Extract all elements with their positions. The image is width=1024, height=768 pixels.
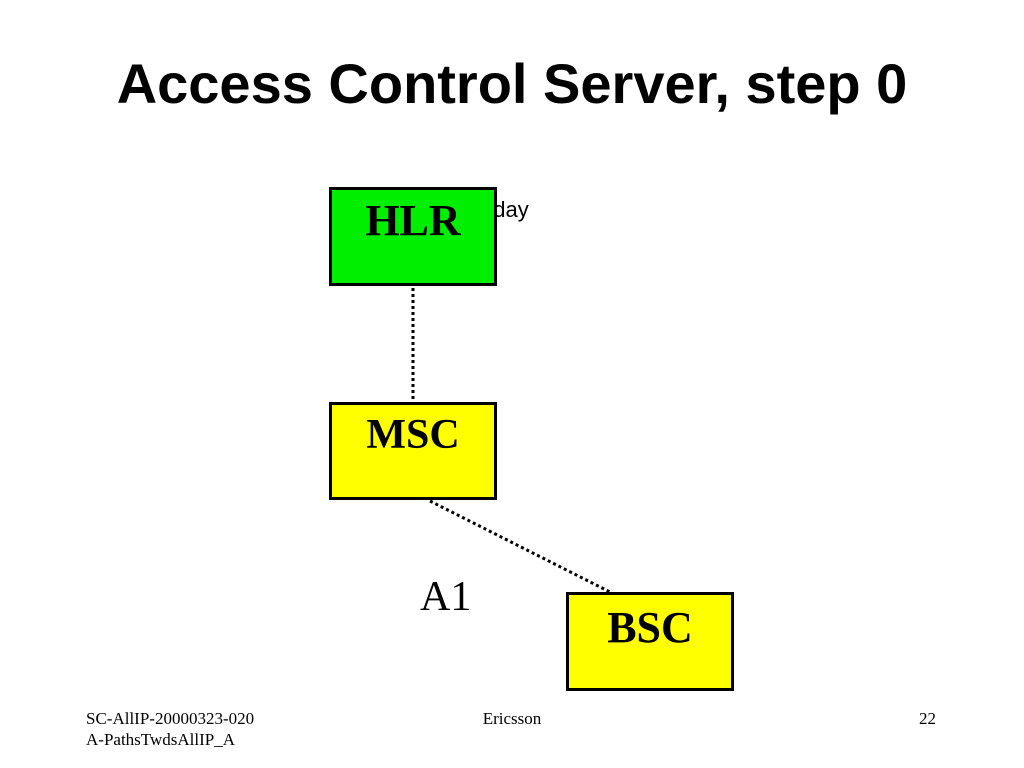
slide-title: Access Control Server, step 0 — [116, 52, 908, 115]
link-label-a1: A1 — [420, 574, 472, 620]
footer-page-number: 22 — [919, 709, 936, 728]
footer-document-id: SC-AllIP-20000323-020A-PathsTwdsAllIP_A — [86, 709, 255, 749]
node-hlr: HLR — [329, 187, 497, 286]
footer-company: Ericsson — [482, 709, 542, 728]
link-msc-bsc — [429, 499, 611, 594]
node-msc: MSC — [329, 402, 497, 500]
node-bsc: BSC — [566, 592, 734, 691]
